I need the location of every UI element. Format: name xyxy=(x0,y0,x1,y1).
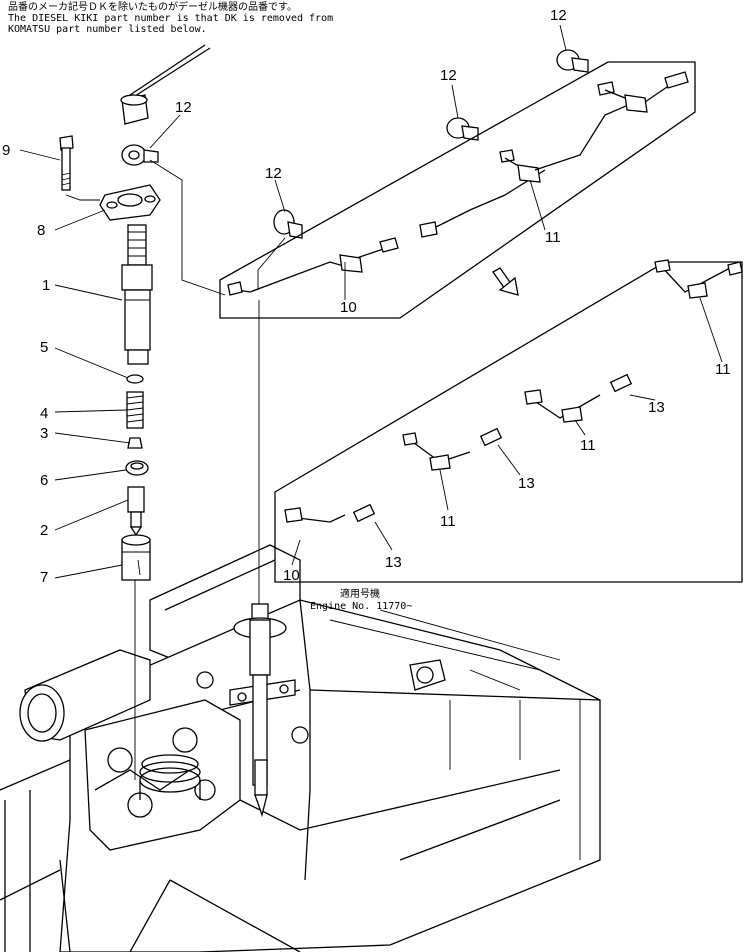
callout-12-mid: 12 xyxy=(440,67,457,84)
lower-pipe-assembly xyxy=(274,259,743,583)
callout-1: 1 xyxy=(42,277,50,294)
callout-5: 5 xyxy=(40,339,48,356)
callout-4: 4 xyxy=(40,405,48,422)
header-note-line-1: The DIESEL KIKI part number is that DK i… xyxy=(8,13,334,24)
applicability-japanese: 適用号機 xyxy=(340,587,380,600)
callout-12-center: 12 xyxy=(265,165,282,182)
fitting-12-mid xyxy=(446,117,479,141)
callout-3: 3 xyxy=(40,425,48,442)
callout-13-lower: 13 xyxy=(385,554,402,571)
callout-13-mid: 13 xyxy=(518,475,535,492)
callout-11-lower: 11 xyxy=(440,513,456,530)
callout-labels: 9 8 1 5 4 3 6 2 7 12 12 12 12 10 11 11 1… xyxy=(2,7,731,586)
callout-6: 6 xyxy=(40,472,48,489)
callout-12-right: 12 xyxy=(550,7,567,24)
callout-11-mid: 11 xyxy=(580,437,596,454)
header-note-line-2: KOMATSU part number listed below. xyxy=(8,24,207,35)
header-note-japanese: 品番のメーカ記号ＤＫを除いたものがデーゼル機器の品番です。 xyxy=(8,2,297,13)
fitting-12-right xyxy=(556,49,589,73)
callout-10-upper: 10 xyxy=(340,299,357,316)
applicability-engine-no: Engine No. 11770~ xyxy=(310,601,412,612)
callout-8: 8 xyxy=(37,222,45,239)
fitting-12-left xyxy=(121,144,159,166)
upper-pipe-assembly xyxy=(149,61,696,319)
engine-block xyxy=(0,544,601,952)
callout-10-lower: 10 xyxy=(283,567,300,584)
callout-2: 2 xyxy=(40,522,48,539)
eye-fittings xyxy=(121,49,589,239)
exploded-injector-stack xyxy=(59,44,211,581)
callout-7: 7 xyxy=(40,569,48,586)
fitting-12-center xyxy=(273,209,303,239)
callout-11-upper: 11 xyxy=(545,229,561,246)
leader-lines xyxy=(19,24,567,579)
callout-11-right: 11 xyxy=(715,361,731,378)
callout-13-right: 13 xyxy=(648,399,665,416)
callout-12-left: 12 xyxy=(175,99,192,116)
callout-9: 9 xyxy=(2,142,10,159)
installed-injector xyxy=(229,603,296,818)
